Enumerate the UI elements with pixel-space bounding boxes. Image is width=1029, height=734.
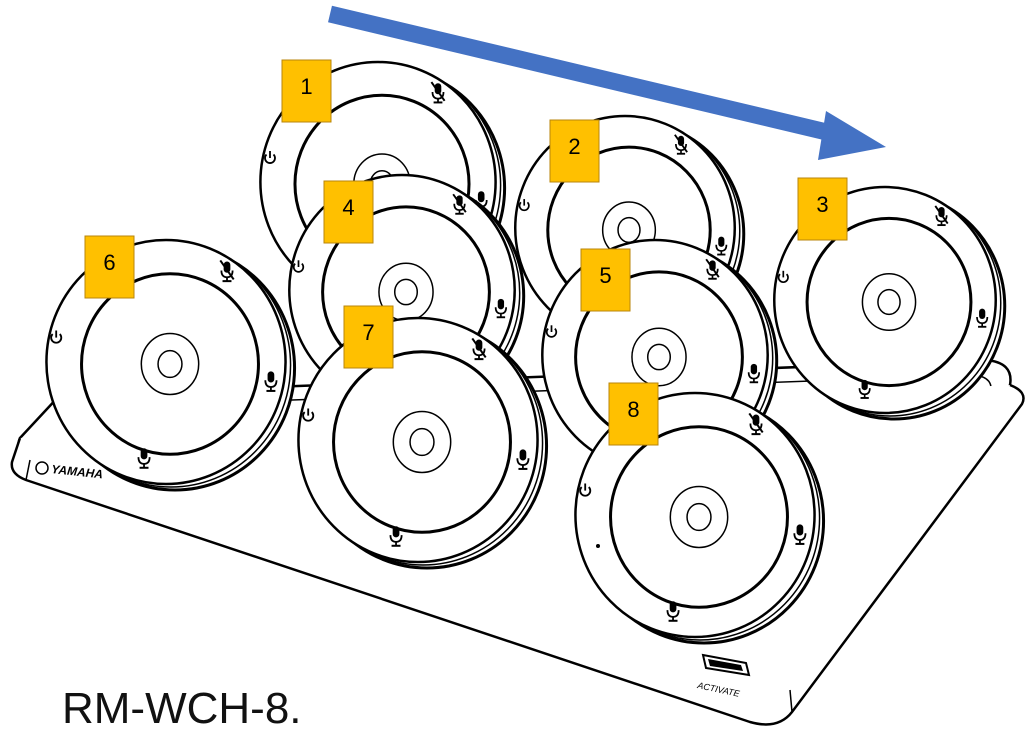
number-label-4: 4 [323,180,374,244]
mic-icon [793,524,807,545]
number-label-text: 1 [300,74,312,99]
mic-icon [516,449,530,470]
power-icon [545,325,558,338]
number-label-text: 4 [342,195,354,220]
mic-icon [666,601,680,622]
status-led-icon [596,544,600,548]
mute-icon [934,205,949,227]
power-icon [518,199,530,212]
number-label-text: 3 [816,192,828,217]
number-label-1: 1 [281,59,332,123]
direction-arrow [328,5,886,160]
brand-text: YAMAHA [51,462,104,481]
number-label-text: 6 [103,250,115,275]
number-label-6: 6 [84,235,135,299]
power-icon [777,270,789,283]
power-icon [302,408,315,422]
mic-icon [976,308,989,328]
mic-icon [389,526,403,547]
mic-icon [264,371,278,392]
number-label-2: 2 [549,119,600,183]
mic-puck-7 [297,316,549,570]
mic-icon [137,448,151,469]
mic-icon [858,379,871,399]
number-label-text: 5 [599,263,611,288]
number-label-text: 8 [627,397,639,422]
number-labels: 1 2 3 4 5 6 7 8 [84,59,848,446]
power-icon [292,260,305,273]
mute-icon [705,258,720,280]
model-name: RM-WCH-8. [62,684,302,733]
mute-icon [219,259,235,283]
mute-icon [674,134,688,155]
activate-button[interactable] [701,653,751,677]
number-label-text: 7 [362,320,374,345]
yamaha-logo: YAMAHA [35,461,104,481]
power-icon [579,483,592,497]
number-label-7: 7 [343,305,394,369]
mute-icon [748,412,764,436]
number-label-8: 8 [608,382,659,446]
mute-icon [430,81,446,104]
number-label-3: 3 [797,177,848,241]
mute-icon [471,337,487,361]
power-icon [264,151,276,164]
mic-puck-8 [574,391,826,645]
number-label-text: 2 [568,134,580,159]
mic-puck-3 [773,185,1007,421]
mic-icon [715,236,728,256]
power-icon [50,330,63,344]
mic-icon [747,363,761,384]
mic-icon [494,298,508,319]
mute-icon [452,193,467,215]
mic-puck-6 [45,238,297,492]
number-label-5: 5 [580,248,631,312]
